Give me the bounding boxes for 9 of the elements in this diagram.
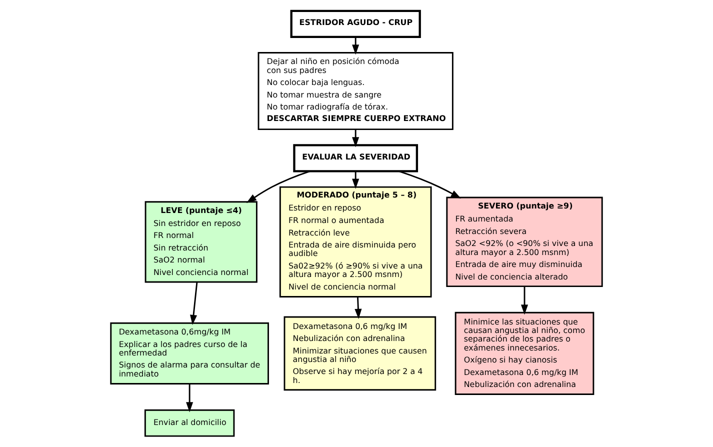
arrow — [352, 171, 360, 189]
arrow — [398, 170, 462, 199]
arrow — [190, 282, 198, 326]
arrow — [520, 286, 528, 315]
arrow — [246, 170, 310, 204]
arrow — [186, 384, 194, 412]
arrow — [352, 36, 360, 55]
arrow — [352, 129, 360, 148]
arrow — [354, 297, 362, 319]
